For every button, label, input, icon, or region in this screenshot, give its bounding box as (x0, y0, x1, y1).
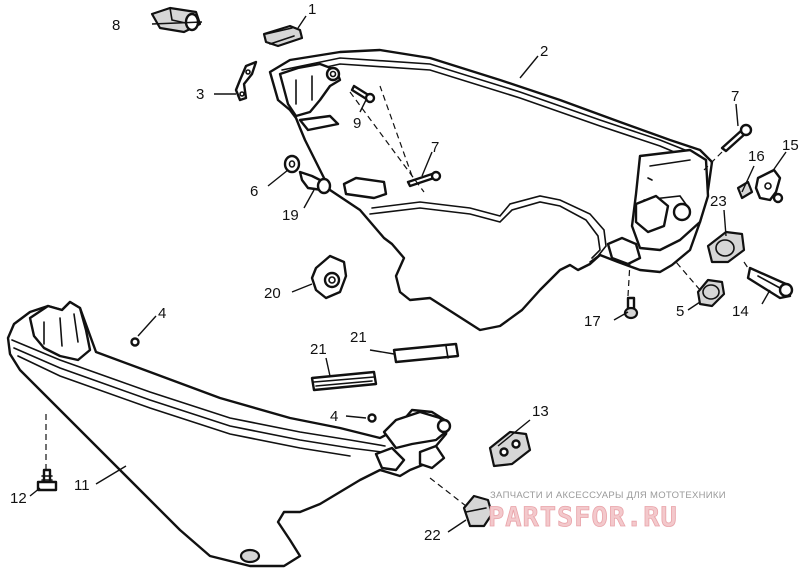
callout-21-lower: 21 (310, 341, 327, 358)
watermark: ЗАПЧАСТИ И АКСЕССУАРЫ ДЛЯ МОТОТЕХНИКИ PA… (488, 490, 726, 533)
nut-lower-part (367, 413, 377, 423)
seal-plate-part (706, 230, 746, 264)
lower-cowl-part (6, 300, 452, 568)
latch-knob-part (150, 6, 202, 34)
pin-part (623, 296, 639, 320)
callout-16: 16 (748, 148, 765, 165)
callout-15: 15 (782, 137, 799, 154)
small-clip-part (736, 180, 754, 200)
callout-14: 14 (732, 303, 749, 320)
oval-plate-part (488, 430, 532, 468)
callout-4-upper: 4 (158, 305, 166, 322)
callout-19: 19 (282, 207, 299, 224)
watermark-caption: ЗАПЧАСТИ И АКСЕССУАРЫ ДЛЯ МОТОТЕХНИКИ (490, 490, 726, 501)
strip-lower-part (310, 370, 378, 392)
callout-9: 9 (353, 115, 361, 132)
callout-21-upper: 21 (350, 329, 367, 346)
stud-part (298, 170, 332, 195)
callout-11: 11 (74, 477, 90, 494)
hook-part (234, 60, 258, 102)
callout-2: 2 (540, 43, 548, 60)
callout-7-middle: 7 (431, 139, 439, 156)
callout-17: 17 (584, 313, 601, 330)
callout-4-lower: 4 (330, 408, 338, 425)
callout-5: 5 (676, 303, 684, 320)
callout-12: 12 (10, 490, 27, 507)
callout-3: 3 (196, 86, 204, 103)
leader-lines (29, 15, 787, 533)
callout-1: 1 (308, 1, 316, 18)
latch-catch-part (754, 168, 784, 204)
strip-upper-part (392, 342, 460, 364)
callout-6: 6 (250, 183, 258, 200)
callout-23: 23 (710, 193, 727, 210)
callout-8: 8 (112, 17, 120, 34)
callout-numbers: 1 2 3 4 4 5 6 7 7 8 9 11 12 13 14 15 16 … (10, 1, 799, 544)
screw-9-part (350, 84, 376, 104)
nut-upper-part (130, 337, 140, 347)
latch-block-part (262, 24, 304, 48)
screw-7-right-part (720, 123, 753, 153)
bumper-part (462, 494, 494, 528)
washer-part (283, 154, 301, 174)
upper-cowl-part (268, 48, 714, 332)
latch-lever-part (746, 266, 794, 300)
callout-20: 20 (264, 285, 281, 302)
callout-13: 13 (532, 403, 549, 420)
plug-part (696, 278, 726, 308)
assembly-lines (45, 85, 749, 507)
screw-7-middle-part (406, 170, 442, 188)
watermark-logo: PARTSFOR.RU (488, 502, 678, 533)
callout-22: 22 (424, 527, 441, 544)
cable-guide-part (310, 254, 348, 300)
callout-7-right: 7 (731, 88, 739, 105)
bolt-part (36, 468, 58, 492)
